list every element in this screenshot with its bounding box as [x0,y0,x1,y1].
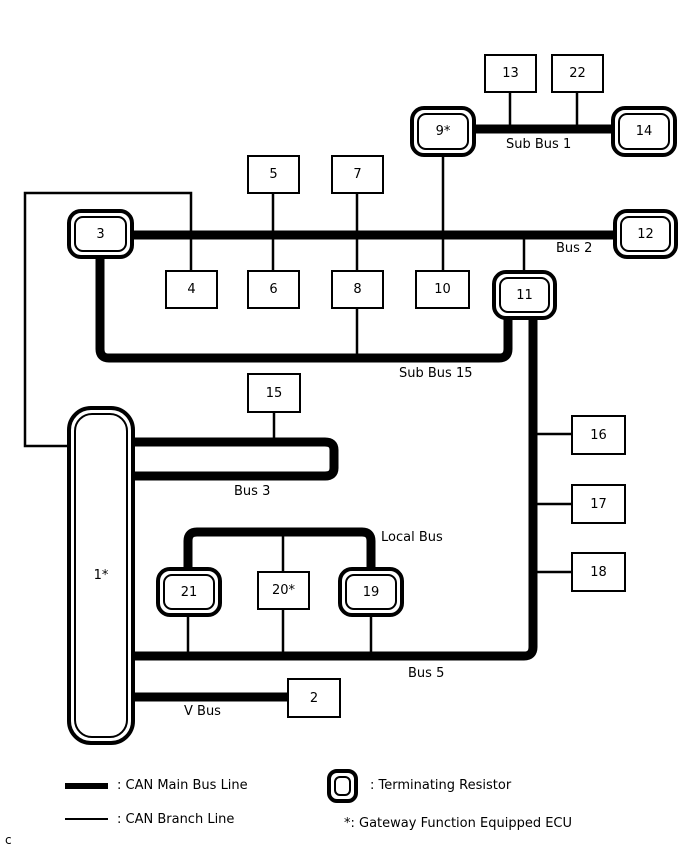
page-marker: c [5,833,12,847]
local-bus-line [183,527,376,569]
legend-branch-line-sample [65,818,108,820]
ecu-label-7: 7 [353,167,362,182]
legend-terminating-text: : Terminating Resistor [370,778,512,793]
ecu-label-3: 3 [96,226,105,242]
ecu-box-8: 8 [331,270,384,309]
ecu-box-20-gateway: 20* [257,571,310,610]
ecu-label-17: 17 [590,496,607,512]
ecu-node-19-terminating: 19 [338,567,404,617]
bus-5-line [134,318,538,661]
legend-gateway-text: *: Gateway Function Equipped ECU [344,816,573,831]
ecu-box-6: 6 [247,270,300,309]
legend-branch-text: : CAN Branch Line [117,812,235,827]
ecu-box-22: 22 [551,54,604,93]
bus-label-bus-2: Bus 2 [556,241,593,256]
ecu-node-3-terminating: 3 [67,209,134,259]
can-main-bus-lines [95,124,615,702]
ecu-box-17: 17 [571,484,626,524]
ecu-label-8: 8 [353,282,362,297]
ecu-node-21-inner: 21 [163,574,215,610]
ecu-box-18: 18 [571,552,626,592]
ecu-node-12-terminating: 12 [613,209,678,259]
ecu-label-1: 1* [93,568,109,583]
bus-3-line [134,437,339,481]
sub-bus-15-line [95,256,513,363]
bus-label-bus-3: Bus 3 [234,484,271,499]
terminating-resistor-icon [327,769,358,803]
ecu-node-9-inner: 9* [417,113,469,150]
ecu-label-12: 12 [637,226,654,242]
ecu-node-14-inner: 14 [618,113,670,150]
bus-label-v-bus: V Bus [184,704,221,719]
branch-line-bus2-to-node1 [23,191,193,448]
ecu-node-19-inner: 19 [345,574,397,610]
ecu-label-10: 10 [434,282,451,297]
ecu-node-11-terminating: 11 [492,270,557,320]
bus-label-sub-bus-1: Sub Bus 1 [506,137,572,152]
ecu-node-1-terminating-gateway: 1* [67,406,135,745]
ecu-label-21: 21 [180,584,198,600]
legend-main-bus-text: : CAN Main Bus Line [117,778,248,793]
ecu-label-16: 16 [590,427,607,443]
ecu-label-20: 20* [271,583,296,598]
ecu-node-9-terminating-gateway: 9* [410,106,476,157]
bus-label-sub-bus-15: Sub Bus 15 [399,366,473,381]
ecu-node-12-inner: 12 [620,216,671,252]
ecu-box-13: 13 [484,54,537,93]
bus-label-local-bus: Local Bus [381,530,443,545]
ecu-label-15: 15 [265,385,283,401]
ecu-label-18: 18 [590,564,607,580]
ecu-label-2: 2 [309,690,319,706]
ecu-label-4: 4 [187,282,196,297]
ecu-label-11: 11 [516,287,533,303]
ecu-label-6: 6 [269,282,278,297]
ecu-label-9: 9* [435,124,451,139]
ecu-node-11-inner: 11 [499,277,550,313]
ecu-box-15: 15 [247,373,301,413]
legend-main-bus-line-sample [65,783,108,789]
ecu-node-14-terminating: 14 [611,106,677,157]
ecu-box-7: 7 [331,155,384,194]
ecu-box-10: 10 [415,270,470,309]
bus-label-bus-5: Bus 5 [408,666,445,681]
ecu-node-21-terminating: 21 [156,567,222,617]
ecu-node-1-inner: 1* [74,413,128,738]
ecu-box-5: 5 [247,155,300,194]
ecu-label-5: 5 [269,167,278,182]
ecu-node-3-inner: 3 [74,216,127,252]
ecu-box-16: 16 [571,415,626,455]
ecu-box-4: 4 [165,270,218,309]
ecu-label-13: 13 [502,66,519,81]
terminating-resistor-icon-inner [334,776,351,796]
ecu-label-22: 22 [569,66,586,81]
ecu-label-14: 14 [635,124,653,139]
ecu-box-2: 2 [287,678,341,718]
ecu-label-19: 19 [362,584,380,600]
